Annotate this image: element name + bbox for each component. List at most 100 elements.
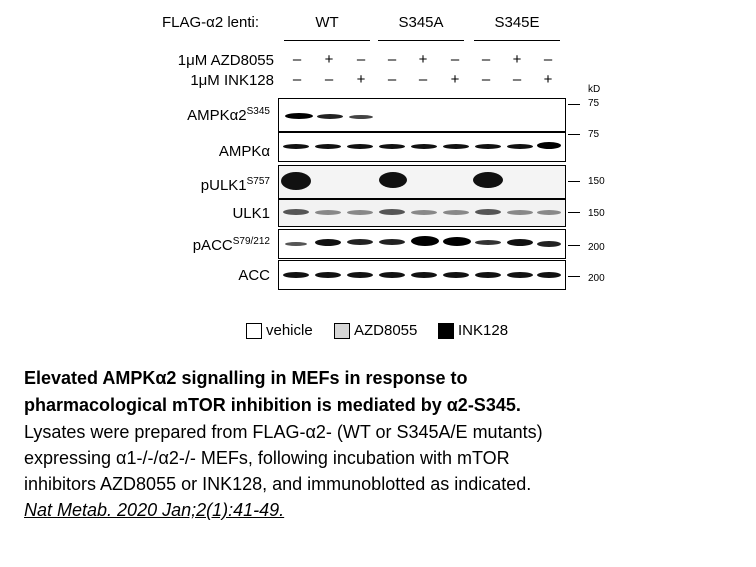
band	[507, 210, 533, 215]
band	[315, 239, 341, 246]
marker-tick	[568, 134, 580, 135]
marker-tick	[568, 212, 580, 213]
group-underline-wt	[284, 40, 370, 41]
blot-label-ulk1: ULK1	[232, 205, 270, 222]
band	[473, 172, 503, 188]
ink-sign: –	[481, 71, 491, 88]
marker-label: 150	[588, 208, 605, 219]
azd-sign: +	[512, 51, 522, 68]
band	[379, 144, 405, 149]
group-underline-s345a	[378, 40, 464, 41]
band	[347, 144, 373, 149]
blot-label-pacc-s79-212: pACCS79/212	[192, 236, 270, 254]
band	[285, 113, 313, 119]
marker-tick	[568, 245, 580, 246]
caption-body-line-3: inhibitors AZD8055 or INK128, and immuno…	[24, 474, 532, 494]
marker-label: 150	[588, 176, 605, 187]
azd-sign: –	[481, 51, 491, 68]
legend-swatch-vehicle	[246, 323, 262, 339]
band	[443, 272, 469, 278]
band	[315, 144, 341, 149]
band	[507, 239, 533, 246]
band	[475, 272, 501, 278]
band	[315, 272, 341, 278]
band	[379, 209, 405, 215]
blot-label-acc: ACC	[238, 267, 270, 284]
band	[443, 237, 471, 246]
blot-panel-pulk1-s757	[278, 165, 566, 199]
legend-label-azd8055: AZD8055	[354, 322, 418, 339]
group-label-s345a: S345A	[398, 14, 444, 31]
marker-label: 200	[588, 273, 605, 284]
blot-panel-ampka	[278, 132, 566, 162]
band	[379, 172, 407, 188]
kd-unit-label: kD	[588, 84, 601, 95]
blot-panel-ampka2-s345	[278, 98, 566, 132]
azd-sign: –	[387, 51, 397, 68]
band	[507, 144, 533, 149]
group-label-s345e: S345E	[494, 14, 540, 31]
ink-sign: –	[292, 71, 302, 88]
ink-sign: –	[324, 71, 334, 88]
band	[347, 210, 373, 215]
ink-sign: +	[356, 71, 366, 88]
band	[317, 114, 343, 119]
caption-title-line-1: Elevated AMPKα2 signalling in MEFs in re…	[24, 368, 468, 388]
blot-label-pulk1-s757: pULK1S757	[200, 176, 270, 194]
band	[315, 210, 341, 215]
band	[475, 144, 501, 149]
azd-sign: +	[324, 51, 334, 68]
ink-sign: +	[450, 71, 460, 88]
band	[411, 144, 437, 149]
band	[537, 142, 561, 149]
blot-panel-ulk1	[278, 199, 566, 227]
marker-tick	[568, 104, 580, 105]
band	[475, 240, 501, 245]
band	[283, 144, 309, 149]
caption-body-line-2: expressing α1-/-/α2-/- MEFs, following i…	[24, 448, 510, 468]
ink-sign: –	[512, 71, 522, 88]
caption-body-line-1: Lysates were prepared from FLAG-α2- (WT …	[24, 422, 543, 442]
citation-link[interactable]: Nat Metab. 2020 Jan;2(1):41-49.	[24, 500, 285, 520]
ink-treatment-label: 1μM INK128	[190, 72, 274, 89]
blot-panel-pacc-s79-212	[278, 229, 566, 259]
band	[475, 209, 501, 215]
legend-label-ink128: INK128	[458, 322, 509, 339]
band	[537, 272, 561, 278]
band	[443, 210, 469, 215]
marker-label: 200	[588, 242, 605, 253]
marker-tick	[568, 181, 580, 182]
caption-title-line-2: pharmacological mTOR inhibition is media…	[24, 395, 521, 415]
blot-label-ampka2-s345: AMPKα2S345	[187, 106, 270, 124]
azd-sign: –	[450, 51, 460, 68]
group-underline-s345e	[474, 40, 560, 41]
azd-treatment-label: 1μM AZD8055	[177, 52, 274, 69]
band	[411, 210, 437, 215]
band	[349, 115, 373, 119]
marker-label: 75	[588, 129, 600, 140]
ink-sign: –	[387, 71, 397, 88]
blot-label-ampka: AMPKα	[218, 143, 270, 160]
marker-tick	[568, 276, 580, 277]
ink-sign: –	[418, 71, 428, 88]
legend-swatch-ink128	[438, 323, 454, 339]
band	[537, 241, 561, 247]
legend-swatch-azd8055	[334, 323, 350, 339]
flag-lenti-label: FLAG-α2 lenti:	[162, 14, 260, 31]
legend-label-vehicle: vehicle	[266, 322, 313, 339]
band	[281, 172, 311, 190]
blot-panel-acc	[278, 260, 566, 290]
azd-sign: –	[292, 51, 302, 68]
azd-sign: –	[356, 51, 366, 68]
marker-label: 75	[588, 98, 600, 109]
band	[347, 272, 373, 278]
group-label-wt: WT	[315, 14, 339, 31]
ink-sign: +	[543, 71, 553, 88]
band	[283, 272, 309, 278]
band	[411, 272, 437, 278]
band	[347, 239, 373, 245]
band	[537, 210, 561, 215]
band	[379, 272, 405, 278]
azd-sign: –	[543, 51, 553, 68]
azd-sign: +	[418, 51, 428, 68]
